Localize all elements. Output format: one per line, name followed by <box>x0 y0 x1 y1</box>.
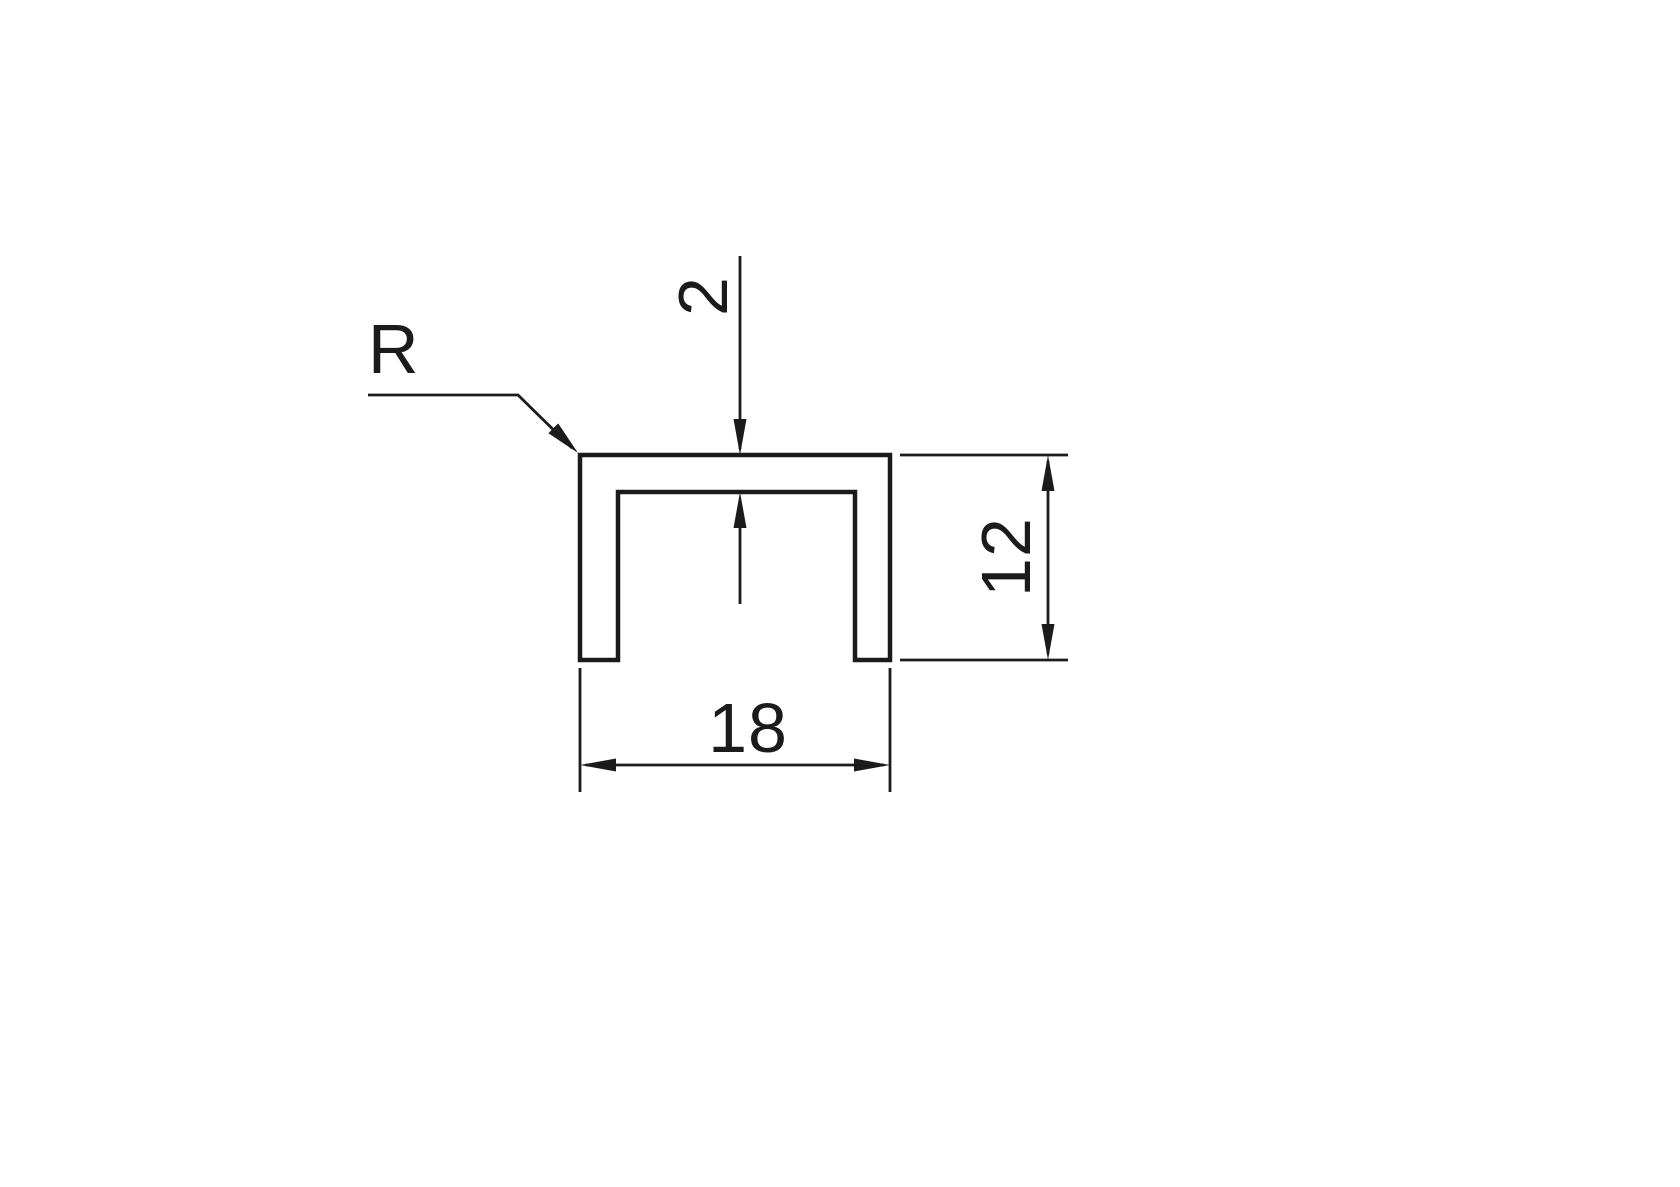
radius-label: R <box>368 310 420 388</box>
dimension-height-label: 12 <box>967 517 1045 597</box>
arrow-right-icon <box>854 758 890 772</box>
arrow-up-icon <box>1041 455 1055 491</box>
dimension-wall-thickness: 2 <box>664 256 747 604</box>
dimension-thickness-label: 2 <box>664 276 742 316</box>
channel-profile-outline <box>577 452 893 663</box>
arrow-down-icon <box>733 419 747 455</box>
dimension-height: 12 <box>900 453 1068 662</box>
dimension-width-label: 18 <box>708 689 788 767</box>
arrow-down-icon <box>1041 624 1055 660</box>
radius-callout: R <box>368 310 578 453</box>
radius-leader-line <box>368 393 573 449</box>
arrow-up-icon <box>733 492 747 528</box>
arrow-diagonal-icon <box>548 423 578 453</box>
arrow-left-icon <box>580 758 616 772</box>
dimension-width: 18 <box>578 668 892 792</box>
